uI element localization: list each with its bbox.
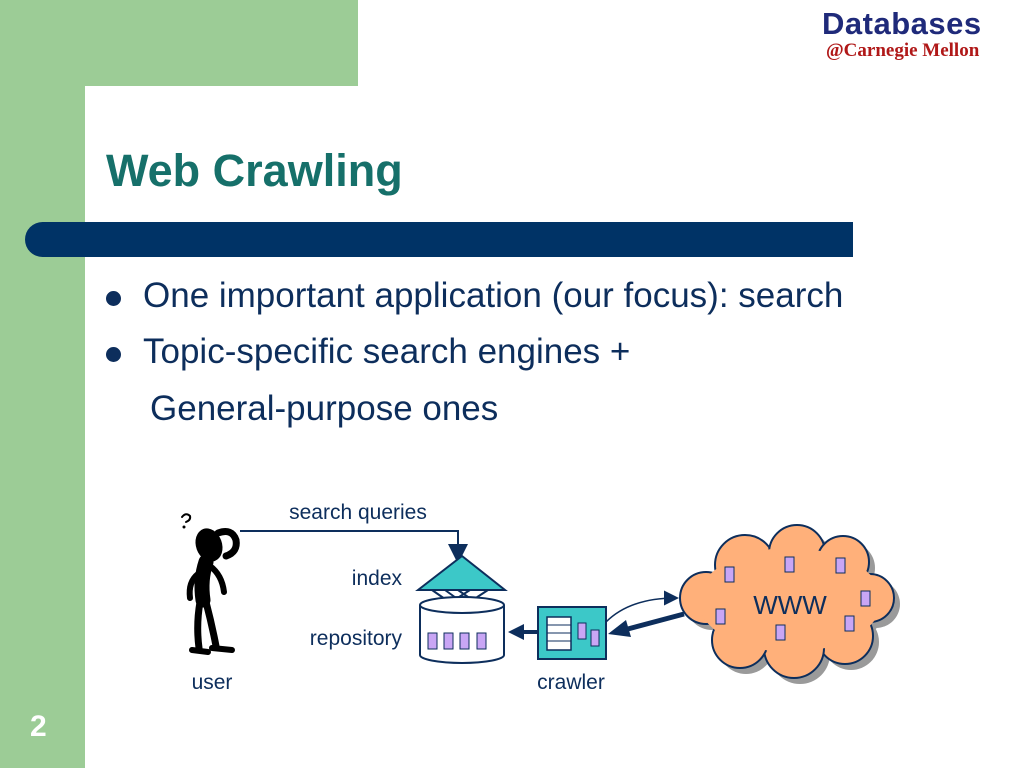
user-figure-icon xyxy=(181,513,240,655)
bullet-dot xyxy=(106,291,121,306)
crawler-to-repository-arrow xyxy=(508,624,538,640)
index-label: index xyxy=(352,567,403,590)
repository-cylinder-icon xyxy=(419,596,505,664)
www-cloud-icon xyxy=(679,524,900,684)
logo-title: Databases xyxy=(822,6,982,41)
slide-title: Web Crawling xyxy=(106,145,403,196)
left-accent-band xyxy=(0,0,85,768)
www-to-crawler-arrow xyxy=(608,611,685,637)
slide-number: 2 xyxy=(30,710,47,743)
search-queries-label: search queries xyxy=(289,501,427,524)
title-underline-bar xyxy=(25,222,853,257)
bullet-2-continuation: General-purpose ones xyxy=(150,389,499,428)
search-queries-arrow xyxy=(240,530,468,564)
bullet-1-text: One important application (our focus): s… xyxy=(143,276,844,315)
crawler-to-www-arrow xyxy=(605,590,679,623)
bullet-2-text: Topic-specific search engines + xyxy=(143,332,631,371)
bullet-dot xyxy=(106,347,121,362)
top-accent-band xyxy=(0,0,358,86)
www-label: WWW xyxy=(753,590,827,620)
user-label: user xyxy=(192,671,233,694)
repository-label: repository xyxy=(310,627,403,650)
crawler-label: crawler xyxy=(537,671,605,694)
logo-subtitle: @Carnegie Mellon xyxy=(826,40,980,61)
crawler-box-icon xyxy=(537,606,607,660)
